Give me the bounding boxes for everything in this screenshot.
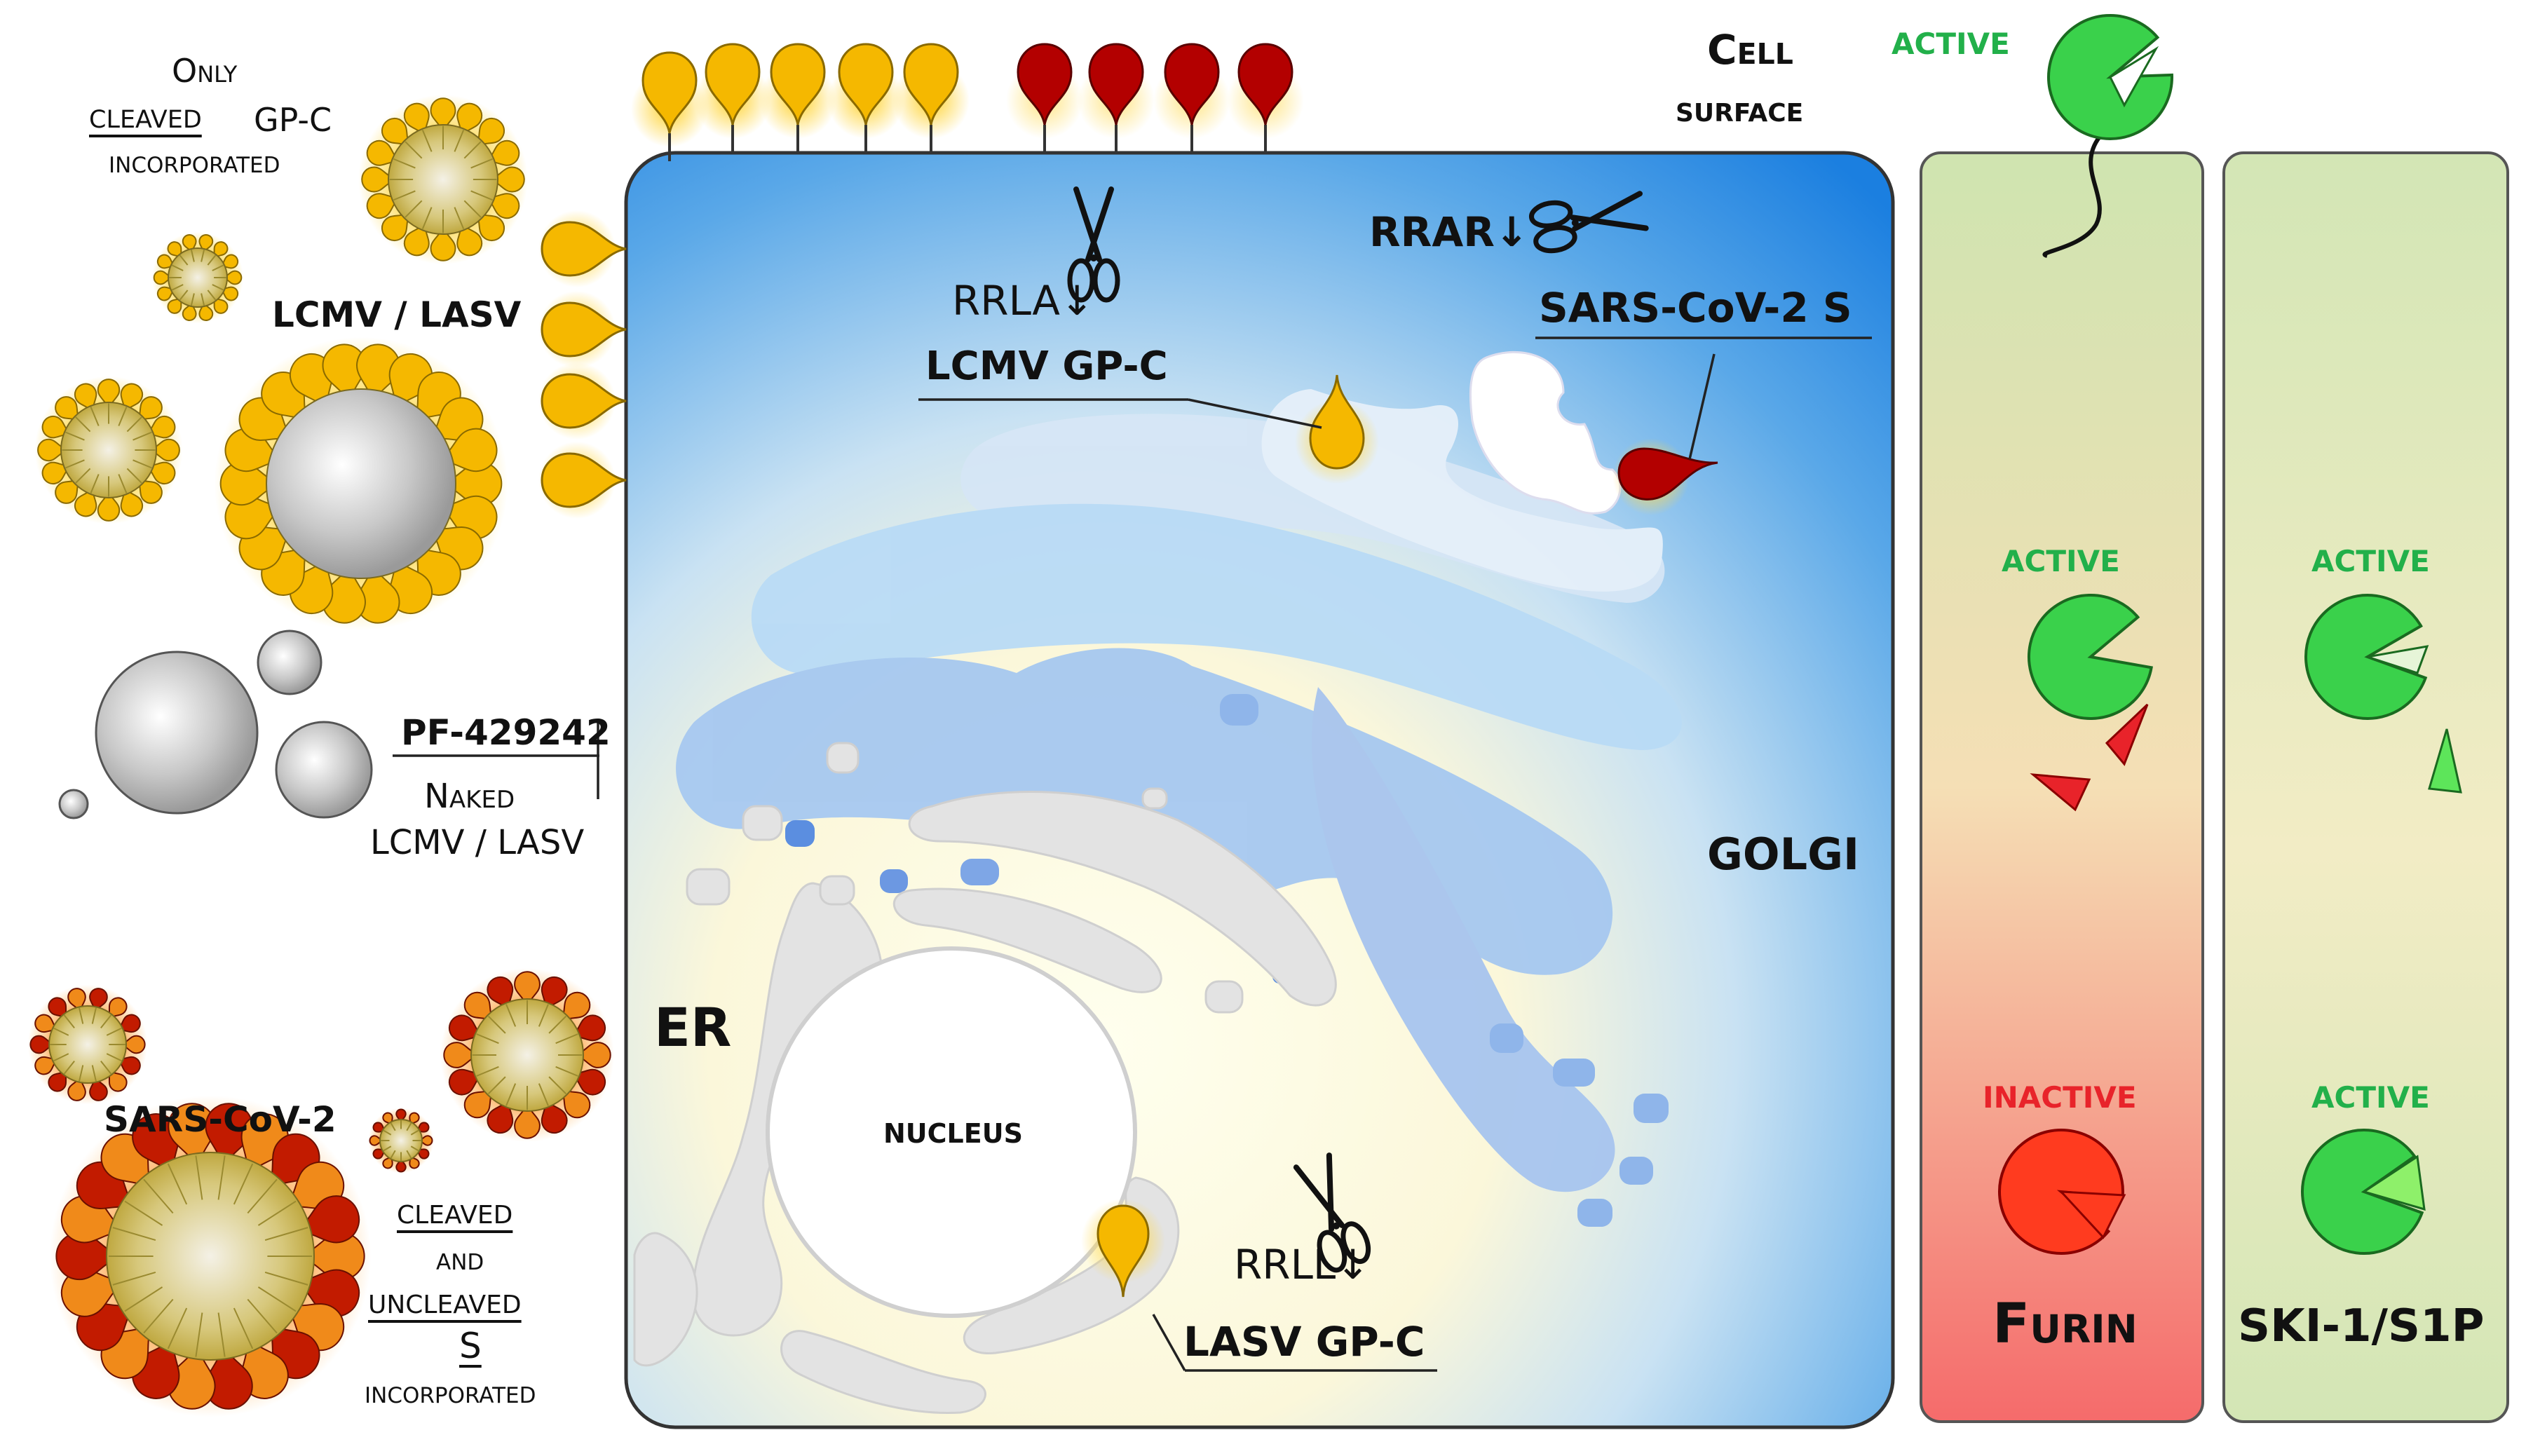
incorporated-label: incorporated — [109, 144, 280, 180]
sars-s-label: SARS-CoV-2 S — [1539, 284, 1852, 332]
incorporated2-label: incorporated — [365, 1375, 536, 1410]
yellow-pin-left-0 — [538, 210, 627, 287]
red-spike-3 — [1227, 43, 1304, 153]
cleaved2-label: cleaved — [397, 1190, 513, 1232]
leader-lines — [393, 336, 1872, 1372]
sars-virion-large — [49, 1095, 372, 1417]
lcmv-virion-large — [214, 336, 508, 631]
lasv-scissors-icon — [1293, 1152, 1371, 1273]
furin-surface-state: ACTIVE — [1892, 27, 2010, 61]
yellow-pin-corner — [631, 51, 708, 161]
furin-golgi-state: ACTIVE — [2002, 544, 2120, 578]
nucleus — [766, 946, 1137, 1318]
naked-virion-4 — [58, 789, 89, 819]
inhibitor-label: PF-429242 — [401, 712, 611, 753]
lcmv-lasv-label: LCMV / LASV — [272, 294, 522, 335]
sars-virion-2 — [440, 968, 614, 1142]
lasv-cleavage-site: RRLL↓ — [1234, 1241, 1370, 1288]
cell-surface-label-2: surface — [1676, 88, 1804, 130]
lcmv-virion-3 — [34, 376, 183, 524]
yellow-pin-0 — [694, 43, 771, 153]
cleaved-label: cleaved — [89, 95, 202, 136]
naked-label: Naked — [424, 777, 515, 816]
yellow-pin-2 — [827, 43, 904, 153]
ski-er-state: ACTIVE — [2311, 1080, 2430, 1115]
ski-name: SKI-1/S1P — [2238, 1300, 2485, 1352]
furin-er-state: INACTIVE — [1983, 1080, 2137, 1115]
naked-lcmv-lasv-label: LCMV / LASV — [370, 823, 585, 862]
gpc-label: GP-C — [254, 101, 332, 139]
s-label: S — [459, 1326, 482, 1366]
furin-name: Furin — [1992, 1293, 2138, 1356]
ski-golgi-state: ACTIVE — [2311, 544, 2430, 578]
cleaved-fragment-1 — [2105, 703, 2149, 766]
naked-virion-3 — [275, 721, 373, 819]
lasv-gpc-label: LASV GP-C — [1183, 1318, 1425, 1366]
enzyme-icons — [1998, 14, 2462, 1255]
naked-virion-2 — [257, 630, 322, 695]
golgi-label: GOLGI — [1707, 829, 1860, 880]
yellow-pin-1 — [759, 43, 836, 153]
red-spike-1 — [1078, 43, 1155, 153]
surface-glycoproteins — [538, 43, 1304, 519]
yellow-pin-left-1 — [538, 291, 627, 368]
only-label: Only — [172, 52, 238, 90]
yellow-pin-left-2 — [538, 362, 627, 440]
naked-virion-1 — [95, 651, 259, 815]
golgi-lumen — [1469, 351, 1622, 515]
sars-s-pin — [1612, 438, 1718, 515]
scissors-icons — [1067, 186, 1649, 1273]
nucleus-label: NUCLEUS — [883, 1118, 1023, 1149]
furin-golgi-icon — [2028, 594, 2153, 720]
cell-surface-label-1: Cell — [1707, 26, 1793, 74]
ski-cleaved-fragment — [2428, 728, 2462, 794]
red-spike-2 — [1153, 43, 1230, 153]
lcmv-cleavage-site: RRLA↓ — [952, 277, 1094, 325]
furin-tether — [2042, 135, 2102, 258]
lcmv-virion-1 — [358, 95, 528, 264]
lcmv-gpc-pin — [1295, 374, 1379, 484]
cleaved-fragment-2 — [2030, 773, 2091, 812]
sars-cleavage-site: RRAR↓ — [1369, 208, 1529, 256]
yellow-pin-left-3 — [538, 442, 627, 519]
lcmv-virion-2 — [151, 231, 244, 324]
ski-golgi-icon — [2304, 594, 2428, 720]
lcmv-scissors-icon — [1067, 186, 1120, 303]
lcmv-gpc-label: LCMV GP-C — [925, 343, 1168, 389]
and-label: and — [436, 1241, 484, 1277]
er-label: ER — [654, 996, 732, 1059]
uncleaved-label: uncleaved — [368, 1280, 522, 1322]
sars-virion-3 — [368, 1108, 434, 1173]
red-spike-0 — [1006, 43, 1083, 153]
sars-label: SARS-CoV-2 — [104, 1099, 337, 1140]
lasv-gpc-pin — [1081, 1199, 1165, 1298]
sars-virion-1 — [27, 984, 148, 1105]
virion-particles — [27, 95, 614, 1417]
yellow-pin-3 — [892, 43, 970, 153]
ski-column — [2222, 151, 2509, 1423]
sars-scissors-icon — [1528, 191, 1649, 254]
